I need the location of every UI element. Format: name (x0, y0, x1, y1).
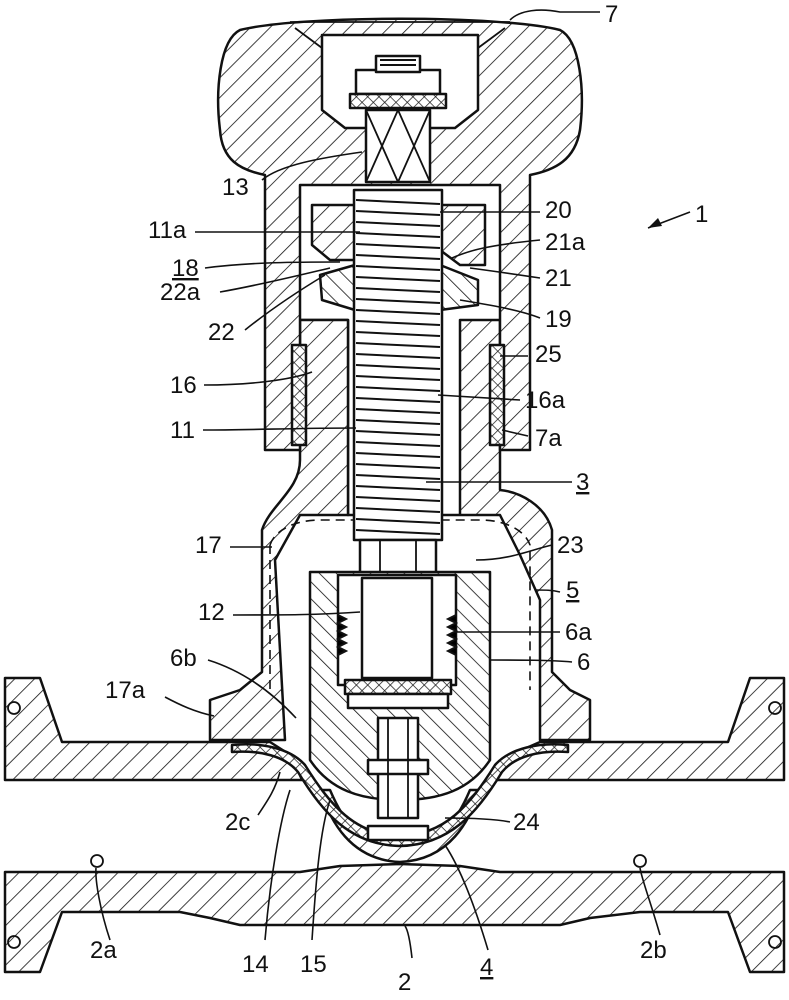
label-16: 16 (170, 372, 197, 399)
leader-lines (95, 9, 691, 959)
label-21a: 21a (545, 229, 586, 256)
compressor (308, 570, 492, 802)
label-6b: 6b (170, 645, 197, 672)
label-4: 4 (480, 954, 493, 981)
label-2a: 2a (90, 937, 117, 964)
label-2b: 2b (640, 937, 667, 964)
diaphragm (230, 716, 570, 848)
label-25: 25 (535, 341, 562, 368)
reference-labels: 7 1 13 20 11a 21a 18 21 22a 19 22 25 16 … (90, 1, 708, 996)
label-2c: 2c (225, 809, 250, 836)
label-3: 3 (576, 469, 589, 496)
stem-thread-line (355, 386, 441, 392)
label-6: 6 (577, 649, 590, 676)
stem-thread-line (355, 210, 441, 216)
label-16a: 16a (525, 387, 566, 414)
label-5: 5 (566, 577, 579, 604)
stem-thread-line (355, 254, 441, 260)
stem-thread-line (355, 309, 441, 315)
label-11: 11 (170, 417, 195, 444)
threaded-stem (352, 188, 444, 582)
label-14: 14 (242, 951, 269, 978)
stem-thread-line (355, 463, 441, 469)
label-17a: 17a (105, 677, 146, 704)
stem-thread-line (355, 320, 441, 326)
stem-thread-line (355, 397, 441, 403)
label-22a: 22a (160, 279, 201, 306)
stem-thread-line (355, 287, 441, 293)
label-21: 21 (545, 265, 572, 292)
label-23: 23 (557, 532, 584, 559)
stem-thread-line (355, 452, 441, 458)
label-13: 13 (222, 174, 249, 201)
label-7: 7 (605, 1, 618, 28)
label-22: 22 (208, 319, 235, 346)
stem-thread-line (355, 430, 441, 436)
label-19: 19 (545, 306, 572, 333)
stem-thread-line (355, 221, 441, 227)
stem-thread-line (355, 507, 441, 513)
stem-thread-line (355, 408, 441, 414)
stem-thread-line (355, 276, 441, 282)
label-1: 1 (695, 201, 708, 228)
stem-thread-line (355, 375, 441, 381)
stem-thread-line (355, 232, 441, 238)
label-11a: 11a (148, 217, 187, 244)
stem-thread-line (355, 265, 441, 271)
label-7a: 7a (535, 425, 562, 452)
stem-thread-line (355, 342, 441, 348)
stem-thread-line (355, 331, 441, 337)
label-17: 17 (195, 532, 222, 559)
stem-thread-line (355, 199, 441, 205)
stem-thread-line (355, 243, 441, 249)
label-20: 20 (545, 197, 572, 224)
label-2: 2 (398, 969, 411, 996)
stem-thread-line (355, 485, 441, 491)
label-18: 18 (172, 255, 199, 282)
stem-thread-line (355, 364, 441, 370)
stem-thread-line (355, 518, 441, 524)
handle (216, 17, 584, 452)
stem-thread-line (355, 441, 441, 447)
stem-thread-line (355, 353, 441, 359)
stem-thread-line (355, 419, 441, 425)
stem-thread-line (355, 529, 441, 535)
stem-thread-line (355, 298, 441, 304)
label-6a: 6a (565, 619, 592, 646)
label-24: 24 (513, 809, 540, 836)
label-12: 12 (198, 599, 225, 626)
label-15: 15 (300, 951, 327, 978)
bonnet (208, 318, 592, 742)
stem-thread-line (355, 474, 441, 480)
stem-thread-line (355, 496, 441, 502)
